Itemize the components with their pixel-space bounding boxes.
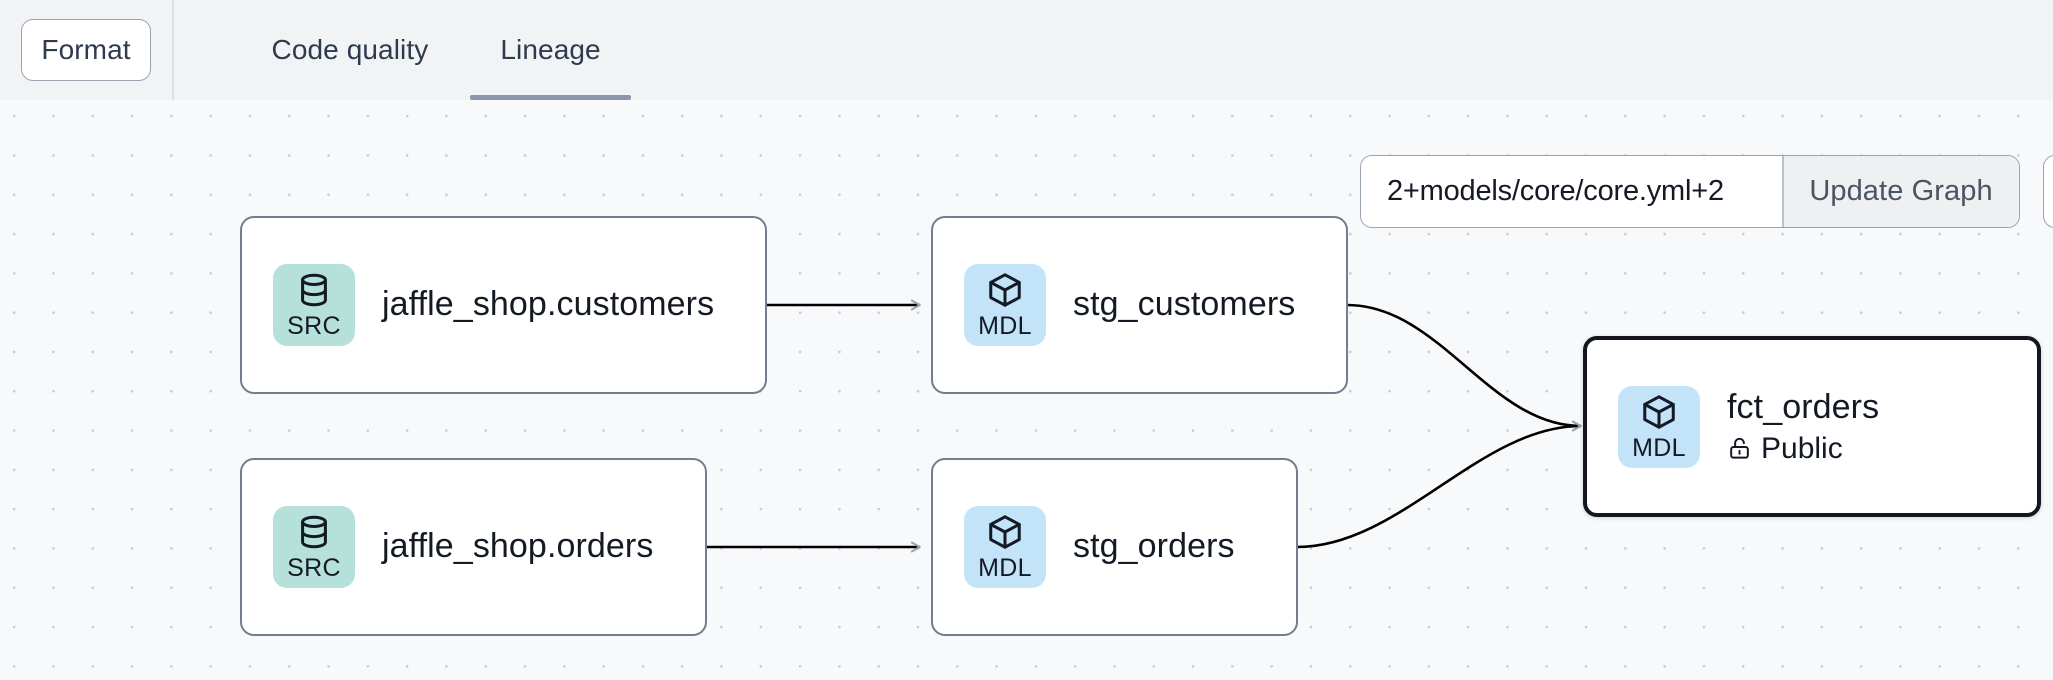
edge-stg-orders-to-fct-orders — [1296, 420, 1582, 549]
tab-bar: Code quality Lineage — [174, 0, 637, 100]
node-text: jaffle_shop.customers — [382, 285, 714, 324]
badge-src: SRC — [273, 264, 355, 346]
badge-label: MDL — [978, 554, 1032, 582]
format-button[interactable]: Format — [21, 19, 151, 81]
node-text: stg_orders — [1073, 527, 1235, 566]
graph-node-fct-orders[interactable]: MDL fct_orders Public — [1583, 336, 2041, 517]
node-visibility-label: Public — [1761, 432, 1843, 466]
editor-header: Format Code quality Lineage — [0, 0, 2053, 100]
cube-icon — [1643, 394, 1675, 429]
node-title: jaffle_shop.customers — [382, 285, 715, 324]
update-graph-button[interactable]: Update Graph — [1783, 156, 2019, 227]
lineage-canvas[interactable]: SRC jaffle_shop.customers MDL stg_custom… — [0, 100, 2053, 680]
graph-node-stg-customers[interactable]: MDL stg_customers — [931, 216, 1348, 394]
badge-label: SRC — [287, 554, 341, 582]
badge-src: SRC — [273, 506, 355, 588]
unlock-icon — [1730, 437, 1749, 459]
header-divider — [172, 0, 174, 100]
node-title: stg_orders — [1073, 527, 1235, 566]
badge-label: SRC — [287, 312, 341, 340]
node-text: stg_customers — [1073, 285, 1295, 324]
node-title: jaffle_shop.orders — [382, 527, 654, 566]
cube-icon — [989, 515, 1021, 549]
tab-lineage-label: Lineage — [500, 34, 601, 65]
node-title: stg_customers — [1073, 285, 1296, 324]
database-icon — [301, 273, 327, 307]
badge-label: MDL — [1632, 433, 1686, 462]
badge-mdl: MDL — [964, 264, 1046, 346]
graph-node-jaffle-shop-customers[interactable]: SRC jaffle_shop.customers — [240, 216, 767, 394]
badge-mdl: MDL — [964, 506, 1046, 588]
node-text: jaffle_shop.orders — [382, 527, 653, 566]
tab-code-quality-label: Code quality — [271, 34, 429, 65]
badge-mdl: MDL — [1618, 385, 1700, 468]
tab-lineage[interactable]: Lineage — [464, 0, 636, 100]
cube-icon — [989, 273, 1021, 307]
tab-code-quality[interactable]: Code quality — [236, 0, 465, 100]
node-text: fct_orders Public — [1727, 388, 1879, 465]
node-title: fct_orders — [1727, 387, 1880, 426]
node-visibility: Public — [1727, 432, 1879, 465]
clipped-toolbar-control[interactable] — [2043, 155, 2053, 228]
selector-input[interactable] — [1361, 156, 1782, 227]
database-icon — [301, 515, 327, 549]
graph-node-jaffle-shop-orders[interactable]: SRC jaffle_shop.orders — [240, 458, 707, 636]
toolbar-separator — [1782, 156, 1784, 227]
format-button-zone: Format — [0, 0, 172, 100]
badge-label: MDL — [978, 312, 1032, 340]
edge-stg-customers-to-fct-orders — [1346, 303, 1582, 432]
graph-node-stg-orders[interactable]: MDL stg_orders — [931, 458, 1298, 636]
graph-selector-toolbar: Update Graph — [1360, 155, 2020, 228]
